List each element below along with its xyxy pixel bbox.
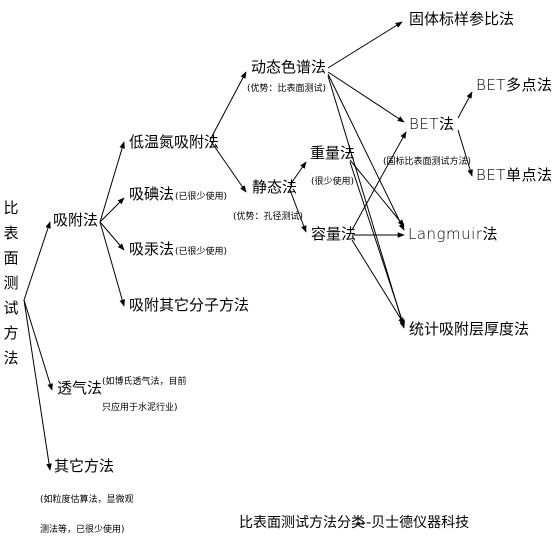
arrow-volumetric-bet <box>351 131 407 231</box>
mercury-note: (已很少使用) <box>175 247 228 257</box>
root-title: 比表面测试方法 <box>3 199 19 367</box>
other-molecule-label: 吸附其它分子方法 <box>129 296 250 314</box>
gravimetric-note: (很少使用) <box>311 177 355 187</box>
arrow-root-permeation <box>23 299 53 391</box>
bet-note: (国标比表面测试方法) <box>383 157 472 167</box>
langmuir-label: Langmuir法 <box>408 225 499 243</box>
arrow-gravimetric-statistical <box>349 161 405 327</box>
static-note: (优势：孔径测试) <box>233 212 304 222</box>
arrow-root-other <box>23 299 52 471</box>
permeation-label: 透气法 <box>57 379 103 397</box>
arrow-volumetric-statistical <box>351 239 405 325</box>
arrow-dynamic-langmuir <box>327 73 405 231</box>
solid-standard-label: 固体标样参比法 <box>409 10 515 28</box>
arrow-bet-single <box>457 129 473 177</box>
arrow-adsorption-othermol <box>99 221 125 307</box>
company: ---贝士德仪器科技 <box>356 515 470 531</box>
arrow-root-adsorption <box>23 221 51 301</box>
permeation-note-1: (如博氏透气法，目前 <box>102 377 187 387</box>
volumetric-label: 容量法 <box>311 225 357 243</box>
gravimetric-label: 重量法 <box>310 144 356 162</box>
adsorption-label: 吸附法 <box>53 211 99 229</box>
other-note-2: 测法等，已很少使用) <box>40 525 125 535</box>
arrow-lowtemp-dynamic <box>209 71 247 141</box>
arrow-adsorption-lowtemp <box>99 141 125 223</box>
other-note-1: (如粒度估算法，显微观 <box>40 495 134 505</box>
bet-single-label: BET单点法 <box>476 166 553 184</box>
arrow-dynamic-solid <box>327 21 403 69</box>
mercury-label: 吸汞法 <box>129 240 175 258</box>
low-temp-n2-label: 低温氮吸附法 <box>129 133 220 151</box>
static-label: 静态法 <box>252 178 298 196</box>
iodine-note: (已很少使用) <box>175 192 228 202</box>
dynamic-note: (优势：比表面测试) <box>247 84 327 94</box>
other-methods-label: 其它方法 <box>54 457 115 475</box>
arrow-adsorption-iodine <box>99 197 125 223</box>
permeation-note-2: 只应用于水泥行业) <box>102 403 178 413</box>
arrow-dynamic-bet <box>327 71 405 123</box>
caption: 比表面测试方法分类 <box>239 515 365 531</box>
iodine-label: 吸碘法 <box>129 185 175 203</box>
arrow-bet-multi <box>457 91 473 119</box>
arrow-static-volumetric <box>289 189 307 233</box>
dynamic-label: 动态色谱法 <box>251 58 327 76</box>
statistical-label: 统计吸附层厚度法 <box>409 320 530 338</box>
bet-multi-label: BET多点法 <box>476 76 553 94</box>
arrow-lowtemp-static <box>209 139 247 193</box>
arrow-adsorption-mercury <box>99 221 125 251</box>
arrow-static-gravimetric <box>289 161 307 186</box>
arrow-gravimetric-langmuir <box>349 159 405 227</box>
bet-label: BET法 <box>409 115 455 133</box>
